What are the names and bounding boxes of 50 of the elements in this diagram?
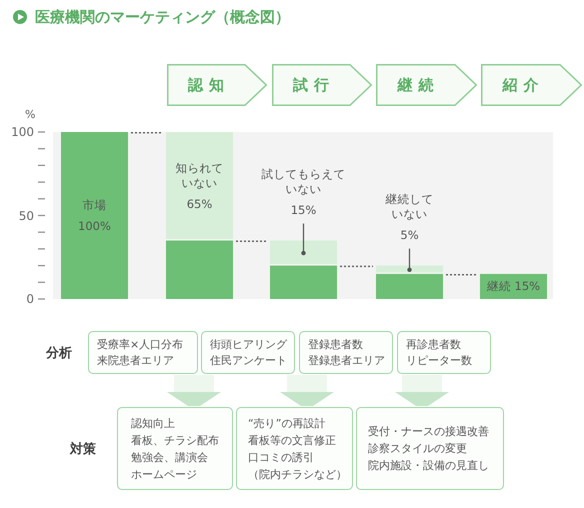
axis-tick-label: 100 — [11, 124, 34, 140]
stage-label: 認知 — [186, 76, 230, 94]
list-item: 来院患者エリア — [97, 352, 174, 368]
list-item: 住民アンケート — [210, 352, 287, 368]
title: 医療機関のマーケティング（概念図） — [35, 7, 290, 27]
list-item: 口コミの誘引 — [248, 450, 314, 466]
stage-label: 継続 — [396, 76, 440, 94]
chevron-box — [376, 64, 477, 106]
axis-tick-label: 0 — [26, 291, 34, 307]
measure-box — [117, 407, 233, 490]
bar-label: 5% — [400, 228, 419, 243]
list-item: 再診患者数 — [406, 336, 461, 352]
bar-label: 試してもらえていない — [260, 166, 346, 197]
list-item: 勉強会、講演会 — [131, 450, 208, 466]
list-item: 登録患者数 — [308, 336, 363, 352]
stage-label: 試行 — [292, 76, 335, 94]
bar-label: 15% — [290, 202, 316, 218]
bar-label: 継続していない — [384, 192, 434, 222]
list-item: 院内施設・設備の見直し — [368, 458, 489, 474]
chevron-box — [272, 64, 372, 106]
analysis-box — [201, 331, 295, 374]
bar-label: 65% — [186, 196, 212, 212]
list-item: 街頭ヒアリング — [210, 336, 287, 352]
axis-unit-label: % — [25, 108, 36, 122]
list-item: 看板等の文言修正 — [248, 432, 336, 448]
list-item: ホームページ — [131, 466, 197, 482]
list-item: リピーター数 — [406, 352, 472, 368]
chevron-box — [167, 64, 267, 106]
list-item: 登録患者エリア — [308, 352, 385, 368]
analysis-box — [299, 331, 393, 374]
list-item: “売り”の再設計 — [248, 416, 326, 432]
axis-tick-label: 50 — [18, 208, 34, 224]
row-label: 対策 — [70, 442, 96, 458]
bar-label: 市場 — [82, 198, 106, 212]
list-item: 受付・ナースの接遇改善 — [368, 424, 489, 440]
measure-box — [356, 407, 504, 490]
chevron-box — [481, 64, 582, 106]
row-label: 分析 — [46, 346, 72, 362]
analysis-box — [88, 331, 198, 374]
list-item: 診察スタイルの変更 — [368, 441, 467, 457]
stage-label: 紹介 — [501, 76, 544, 94]
list-item: 認知向上 — [131, 416, 175, 432]
list-item: 看板、チラシ配布 — [131, 432, 219, 448]
bar-label: 100% — [78, 218, 111, 234]
list-item: （院内チラシなど） — [248, 466, 347, 482]
analysis-box — [397, 331, 491, 374]
bar-label: 継続 15% — [486, 278, 540, 294]
bar-label: 知られていない — [174, 160, 224, 191]
measure-box — [236, 407, 353, 490]
list-item: 受療率×人口分布 — [97, 336, 184, 352]
